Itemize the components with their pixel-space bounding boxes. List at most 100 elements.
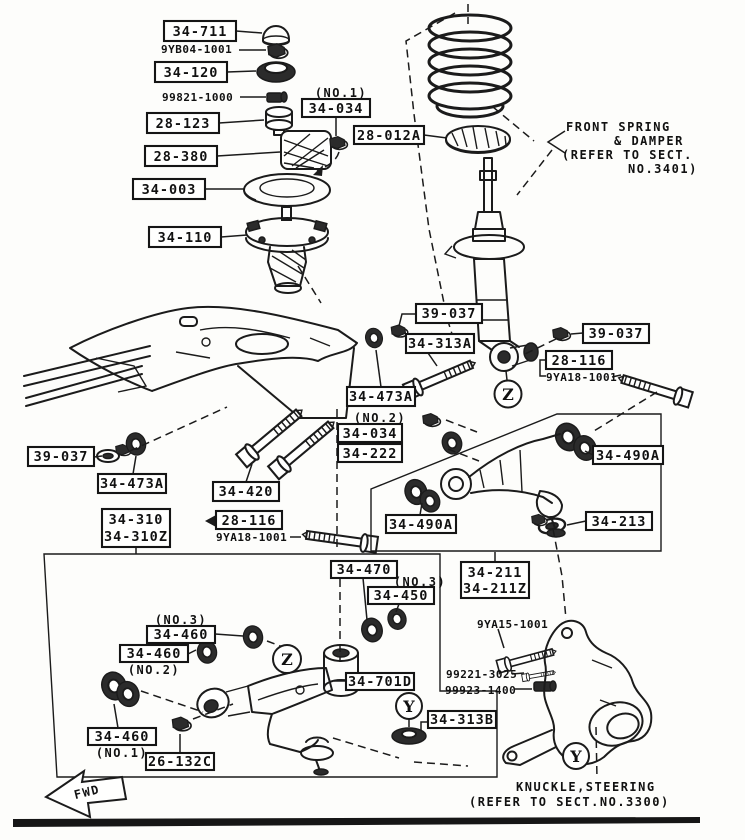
part-number: 39-037	[34, 449, 89, 465]
svg-text:Y: Y	[569, 747, 582, 766]
part-number: 34-313A	[408, 336, 472, 352]
svg-text:(REFER TO SECT.: (REFER TO SECT.	[562, 148, 693, 162]
part-number: 34-711	[173, 24, 228, 40]
label-34-490a-left: 34-490A	[384, 513, 458, 535]
part-number-sub: 9YA18-1001	[216, 531, 287, 544]
bushing-34-473a-mid	[362, 325, 386, 351]
part-number: 34-490A	[596, 448, 660, 464]
label-26-132c: 26-132C	[144, 751, 216, 772]
svg-text:Z: Z	[281, 650, 293, 669]
part-number: 28-123	[156, 116, 211, 132]
label-34-460-no3: (NO.3) 34-460	[145, 613, 217, 645]
label-34-034-no2: (NO.2) 34-034	[336, 411, 406, 444]
spacer-99821	[266, 92, 283, 103]
grommet-99923	[533, 680, 557, 692]
label-34-473a-mid: 34-473A	[345, 385, 417, 408]
part-number: 34-460	[95, 729, 150, 745]
label-34-473a-left: 34-473A	[96, 472, 168, 495]
screw-99221	[521, 667, 557, 683]
note-no3: (NO.3)	[394, 575, 446, 589]
part-number: 34-034	[309, 101, 364, 117]
note-no1: (NO.1)	[96, 746, 148, 760]
note-no3: (NO.3)	[155, 613, 207, 627]
svg-text:Y: Y	[402, 697, 415, 716]
part-number: 34-222	[343, 446, 398, 462]
bushing-34-450-1	[358, 615, 386, 645]
fwd-label: FWD	[73, 782, 102, 802]
part-number-2: 34-310Z	[104, 529, 168, 545]
part-number: 34-473A	[100, 476, 164, 492]
label-34-310: 34-310 34-310Z	[100, 507, 172, 549]
bolt-28-116-left	[300, 524, 380, 555]
part-number: 28-116	[552, 353, 607, 369]
crossmember	[23, 305, 358, 419]
bottom-rule	[13, 817, 700, 827]
upper-spring-seat-28-012a	[445, 125, 511, 154]
symbol-y-top: Y	[395, 692, 423, 720]
label-9ya15-1001: 9YA15-1001	[477, 618, 548, 631]
part-number: 34-110	[158, 230, 213, 246]
front-spring-note: FRONT SPRING & DAMPER (REFER TO SECT. NO…	[562, 120, 696, 176]
coil-spring	[427, 4, 513, 119]
bushing-34-460-no3	[240, 623, 266, 651]
label-34-490a-right: 34-490A	[591, 444, 665, 466]
knuckle-note: KNUCKLE,STEERING (REFER TO SECT.NO.3300)	[469, 780, 670, 809]
damper	[443, 157, 539, 372]
label-34-034-no1: (NO.1) 34-034	[300, 86, 372, 119]
nut-34-034-no1	[328, 135, 349, 151]
part-number: 26-132C	[148, 754, 212, 770]
upper-control-arm	[440, 433, 566, 538]
svg-text:(REFER TO SECT.NO.3300): (REFER TO SECT.NO.3300)	[469, 795, 670, 809]
label-34-110: 34-110	[147, 225, 223, 249]
part-number: 34-120	[164, 65, 219, 81]
bump-stopper-28-380	[280, 130, 332, 170]
symbol-z-bottom: Z	[272, 644, 302, 674]
washer-34-313b	[391, 727, 427, 745]
part-number: 39-037	[589, 326, 644, 342]
part-number: 34-701D	[348, 674, 412, 690]
part-number: 28-380	[154, 149, 209, 165]
bolt-28-116-right	[615, 368, 695, 410]
label-34-460-no2: 34-460 (NO.2)	[118, 643, 190, 677]
spring-seat-34-003	[243, 173, 331, 207]
label-34-003: 34-003	[131, 177, 207, 201]
part-number: 34-310	[109, 512, 164, 528]
label-99923-1400: 99923-1400	[445, 684, 516, 697]
part-number: 34-460	[154, 627, 209, 643]
lower-control-arm	[196, 644, 359, 776]
part-number: 34-450	[374, 588, 429, 604]
note-no1: (NO.1)	[315, 86, 367, 100]
label-34-120: 34-120	[153, 60, 229, 84]
construction-lines	[129, 12, 658, 780]
part-number: 34-420	[219, 484, 274, 500]
part-number: 34-211	[468, 565, 523, 581]
part-number-2: 34-211Z	[463, 581, 527, 597]
part-number: 28-116	[222, 513, 277, 529]
part-number: 34-490A	[389, 517, 453, 533]
label-28-116-right: 28-116 9YA18-1001	[544, 349, 617, 384]
label-28-123: 28-123	[145, 111, 221, 135]
nut-26-132c	[171, 716, 192, 732]
label-99221-3025: 99221-3025	[446, 668, 517, 681]
label-39-037-mid: 39-037	[414, 302, 484, 325]
note-no2: (NO.2)	[128, 663, 180, 677]
nut-9yb04	[266, 42, 289, 60]
part-number: 34-034	[343, 426, 398, 442]
symbol-z-top: Z	[493, 379, 523, 409]
note-no2: (NO.2)	[354, 411, 406, 425]
label-34-222: 34-222	[336, 442, 404, 464]
strut-mount-34-110	[245, 206, 329, 294]
label-34-313b: 34-313B	[426, 709, 498, 730]
strut-mount-parts	[243, 25, 332, 294]
label-34-450: (NO.3) 34-450	[366, 575, 446, 606]
svg-text:Z: Z	[502, 385, 514, 404]
label-39-037-left: 39-037	[26, 445, 96, 468]
part-number: 34-470	[337, 562, 392, 578]
part-number: 34-213	[592, 514, 647, 530]
svg-text:KNUCKLE,STEERING: KNUCKLE,STEERING	[516, 780, 656, 794]
part-number: 34-473A	[349, 389, 413, 405]
label-28-012a: 28-012A	[352, 124, 426, 146]
svg-text:FRONT SPRING: FRONT SPRING	[566, 120, 671, 134]
